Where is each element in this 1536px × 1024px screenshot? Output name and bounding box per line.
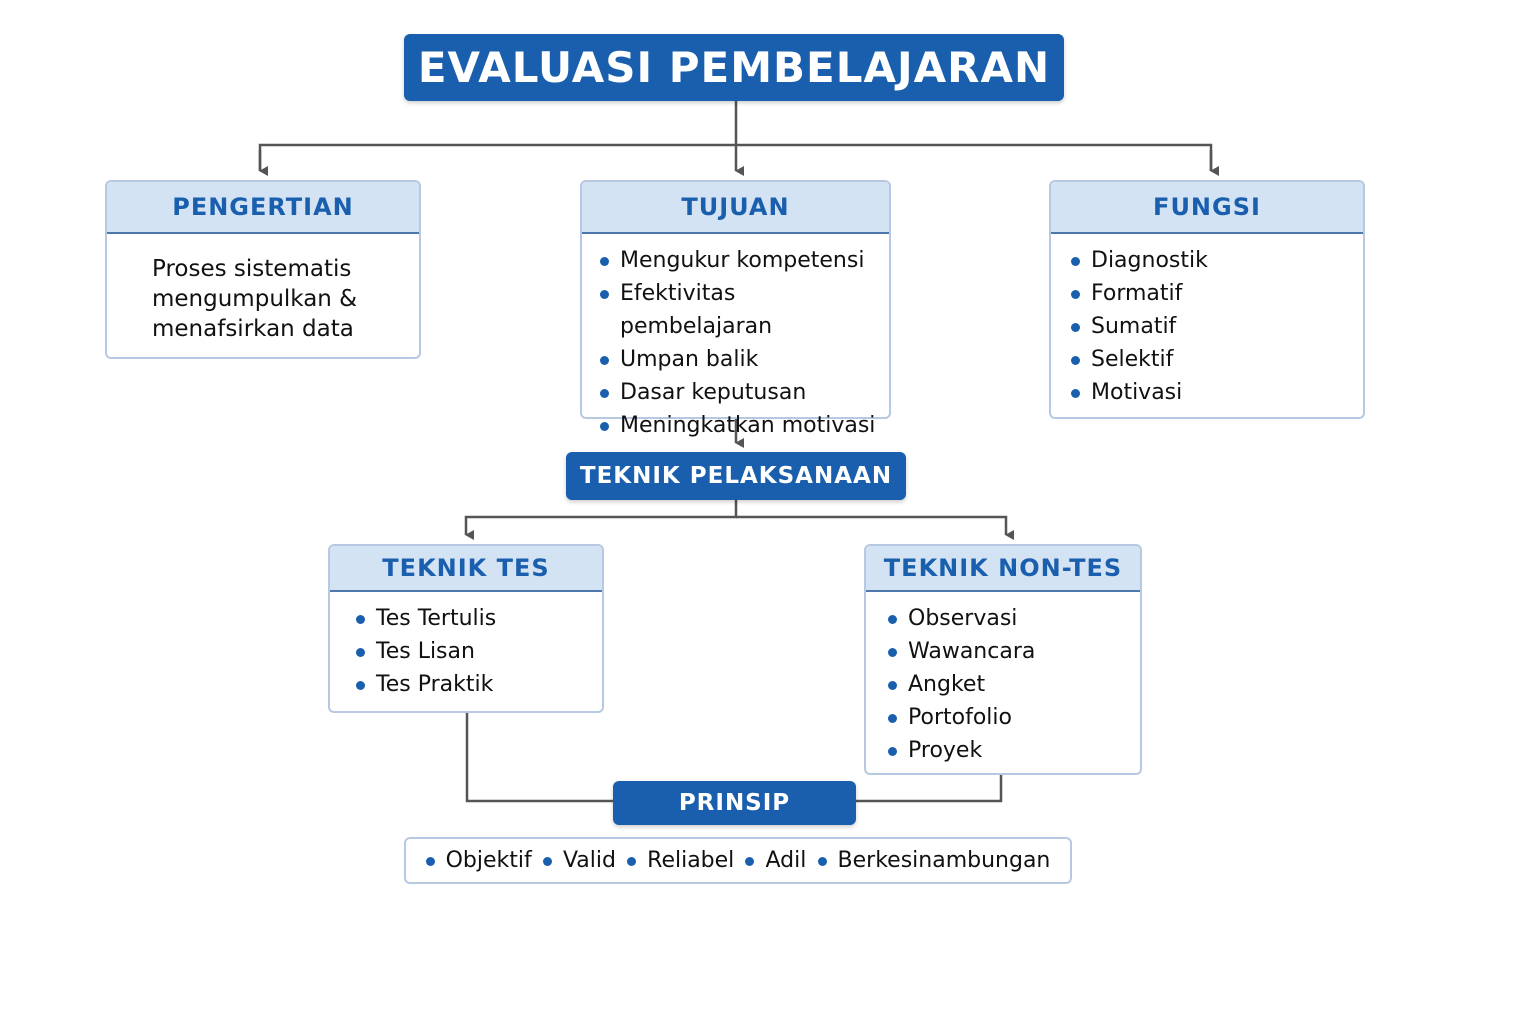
prinsip-box: PRINSIP bbox=[613, 781, 856, 825]
connector-nontes bbox=[736, 515, 1014, 540]
list-item: Motivasi bbox=[1071, 376, 1363, 409]
list-item: Meningkatkan motivasi bbox=[600, 409, 889, 442]
connector-nontes-prinsip bbox=[856, 775, 1003, 803]
teknik-tes-heading: TEKNIK TES bbox=[330, 546, 602, 592]
list-item: Adil bbox=[745, 844, 806, 877]
connector-tes-prinsip bbox=[465, 713, 613, 803]
list-item: Observasi bbox=[888, 602, 1140, 635]
list-item: Valid bbox=[542, 844, 616, 877]
list-item: Dasar keputusan bbox=[600, 376, 889, 409]
pengertian-line: mengumpulkan & bbox=[152, 286, 358, 312]
list-item: Portofolio bbox=[888, 701, 1140, 734]
list-item: Berkesinambungan bbox=[817, 844, 1050, 877]
teknik-nontes-heading: TEKNIK NON-TES bbox=[866, 546, 1140, 592]
connector-tes bbox=[464, 500, 738, 540]
list-item: Wawancara bbox=[888, 635, 1140, 668]
list-item: Mengukur kompetensi bbox=[600, 244, 889, 277]
title-box: EVALUASI PEMBELAJARAN bbox=[404, 34, 1064, 101]
list-item: Tes Praktik bbox=[356, 668, 602, 701]
list-item: Diagnostik bbox=[1071, 244, 1363, 277]
fungsi-heading: FUNGSI bbox=[1051, 182, 1363, 234]
list-item: Formatif bbox=[1071, 277, 1363, 310]
pengertian-line: Proses sistematis bbox=[152, 256, 352, 282]
list-item: Reliabel bbox=[627, 844, 734, 877]
fungsi-card: FUNGSI Diagnostik Formatif Sumatif Selek… bbox=[1049, 180, 1365, 419]
pengertian-card: PENGERTIAN Proses sistematis mengumpulka… bbox=[105, 180, 421, 359]
teknik-tes-card: TEKNIK TES Tes Tertulis Tes Lisan Tes Pr… bbox=[328, 544, 604, 713]
prinsip-list: Objektif Valid Reliabel Adil Berkesinamb… bbox=[404, 837, 1072, 884]
list-item: Proyek bbox=[888, 734, 1140, 767]
tujuan-card: TUJUAN Mengukur kompetensi Efektivitas p… bbox=[580, 180, 891, 438]
list-item: Tes Lisan bbox=[356, 635, 602, 668]
list-item: Selektif bbox=[1071, 343, 1363, 376]
teknik-nontes-card: TEKNIK NON-TES Observasi Wawancara Angke… bbox=[864, 544, 1142, 775]
list-item: Umpan balik bbox=[600, 343, 889, 376]
list-item: Angket bbox=[888, 668, 1140, 701]
list-item: Efektivitas pembelajaran bbox=[600, 277, 889, 343]
tujuan-heading: TUJUAN bbox=[582, 182, 889, 234]
pengertian-line: menafsirkan data bbox=[152, 316, 354, 342]
list-item: Sumatif bbox=[1071, 310, 1363, 343]
list-item: Tes Tertulis bbox=[356, 602, 602, 635]
list-item: Objektif bbox=[425, 844, 532, 877]
pengertian-heading: PENGERTIAN bbox=[107, 182, 419, 234]
teknik-pelaksanaan-box: TEKNIK PELAKSANAAN bbox=[566, 452, 906, 500]
